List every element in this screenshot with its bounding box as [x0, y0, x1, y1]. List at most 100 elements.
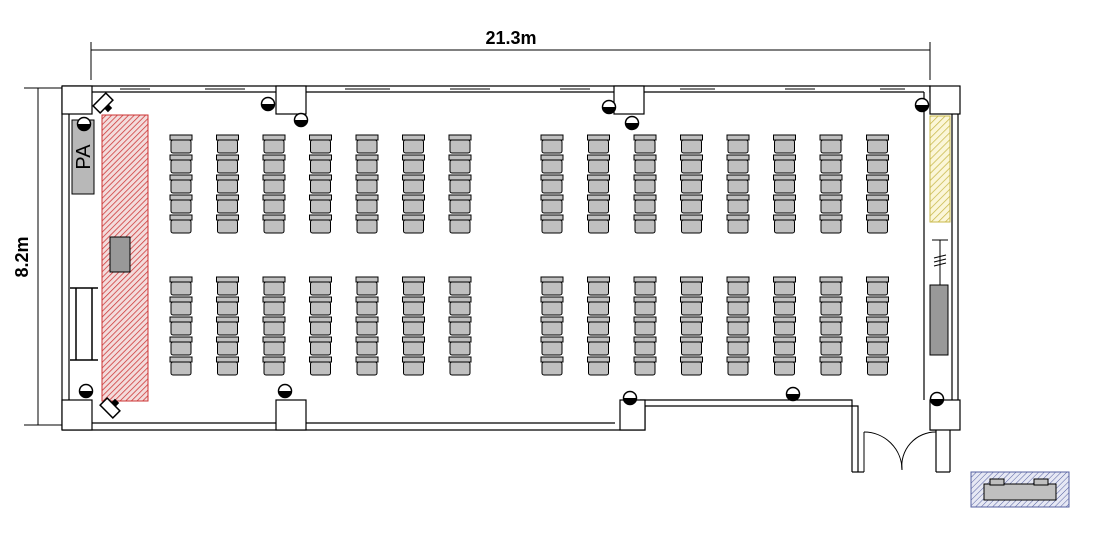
pillars	[61, 85, 961, 431]
chair	[309, 336, 332, 356]
chair	[773, 194, 796, 214]
chair	[540, 316, 564, 336]
pillar-light-icon	[914, 97, 930, 113]
chair	[773, 356, 796, 376]
chair	[866, 296, 889, 316]
chair	[866, 316, 889, 336]
chair	[633, 276, 657, 296]
chair	[355, 194, 379, 214]
chair	[726, 356, 750, 376]
chair	[726, 194, 750, 214]
chair	[448, 154, 472, 174]
chair	[169, 214, 193, 234]
chair	[726, 214, 750, 234]
pillar-light-icon	[624, 115, 640, 131]
chair	[448, 214, 472, 234]
chair	[680, 154, 703, 174]
chair	[587, 174, 610, 194]
chair	[216, 214, 239, 234]
chair	[680, 296, 703, 316]
chair	[402, 356, 425, 376]
chair	[309, 214, 332, 234]
chair	[309, 134, 332, 154]
chair	[540, 336, 564, 356]
chair	[262, 276, 286, 296]
chair	[402, 194, 425, 214]
chair	[262, 316, 286, 336]
chair	[309, 174, 332, 194]
chair	[216, 134, 239, 154]
chair	[773, 316, 796, 336]
chair	[448, 276, 472, 296]
chair	[262, 356, 286, 376]
chair	[216, 276, 239, 296]
chair	[587, 194, 610, 214]
chair	[540, 296, 564, 316]
chair	[402, 296, 425, 316]
chair	[819, 316, 843, 336]
chair	[540, 194, 564, 214]
chair	[726, 134, 750, 154]
chair	[587, 154, 610, 174]
chair	[355, 276, 379, 296]
chair	[633, 174, 657, 194]
chair	[680, 194, 703, 214]
width-dimension	[90, 42, 931, 80]
chair	[633, 194, 657, 214]
chair	[309, 296, 332, 316]
chair	[309, 276, 332, 296]
chair	[819, 296, 843, 316]
chair	[587, 296, 610, 316]
chair	[216, 296, 239, 316]
chair	[726, 174, 750, 194]
chair	[680, 214, 703, 234]
chair	[773, 134, 796, 154]
chair	[819, 174, 843, 194]
pillar-light-icon	[622, 390, 638, 406]
pillar-light-icon	[277, 383, 293, 399]
chair	[680, 174, 703, 194]
chair	[448, 356, 472, 376]
chair	[866, 356, 889, 376]
chair	[633, 214, 657, 234]
height-dimension	[24, 87, 62, 426]
chair	[819, 154, 843, 174]
chair	[169, 336, 193, 356]
chair	[680, 134, 703, 154]
chair	[540, 356, 564, 376]
pillar-light-icon	[76, 116, 92, 132]
chair	[587, 356, 610, 376]
chair	[540, 154, 564, 174]
chair	[726, 316, 750, 336]
chair	[866, 134, 889, 154]
chair	[866, 174, 889, 194]
chair	[216, 154, 239, 174]
door-icon	[863, 431, 937, 472]
chair	[355, 134, 379, 154]
chair	[309, 154, 332, 174]
chair	[262, 154, 286, 174]
chair	[540, 276, 564, 296]
chair	[448, 174, 472, 194]
chair	[726, 296, 750, 316]
chair	[402, 174, 425, 194]
chair	[773, 214, 796, 234]
chair	[169, 154, 193, 174]
chair	[773, 276, 796, 296]
height-label: 8.2m	[12, 236, 32, 277]
chair	[587, 214, 610, 234]
chair	[169, 296, 193, 316]
chair	[216, 194, 239, 214]
chair	[169, 194, 193, 214]
chair	[309, 316, 332, 336]
speaker-icon	[99, 397, 121, 419]
chair	[355, 356, 379, 376]
chair	[587, 316, 610, 336]
chair	[680, 356, 703, 376]
pillar-light-icon	[260, 96, 276, 112]
screen	[70, 287, 98, 361]
chair	[633, 356, 657, 376]
width-label: 21.3m	[485, 28, 536, 48]
chair	[540, 214, 564, 234]
